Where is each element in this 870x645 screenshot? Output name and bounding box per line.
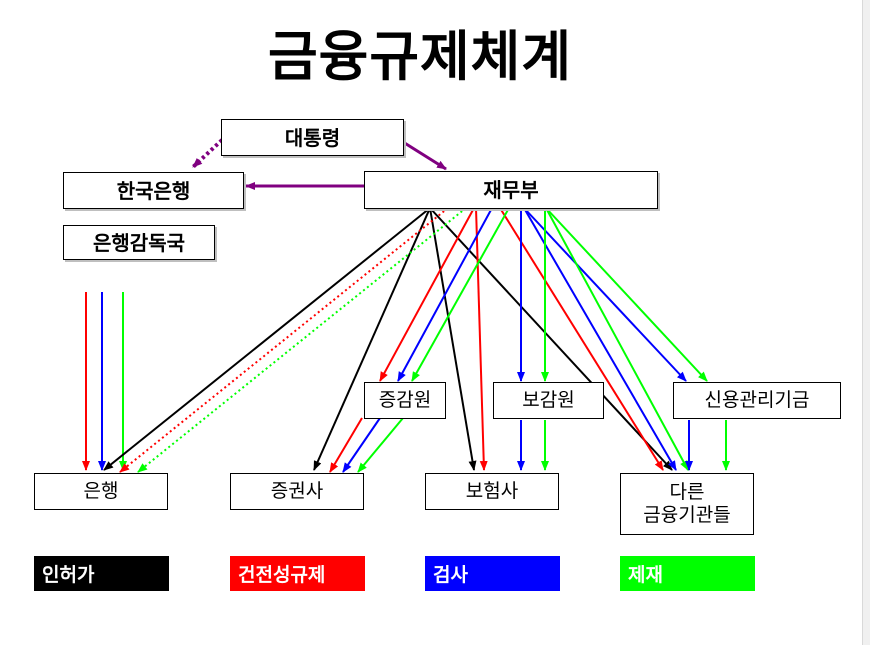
scrollbar-edge [862, 0, 870, 645]
node-securities-firms: 증권사 [230, 473, 364, 510]
edge-mof-blue-secsup [397, 207, 493, 382]
edge-secsup-green [357, 417, 404, 473]
node-other-institutions: 다른 금융기관들 [620, 473, 754, 535]
edge-mof-green-dotted-bank [137, 207, 467, 473]
edge-president-to-mof [402, 140, 447, 171]
edge-mof-blue-credit [523, 207, 687, 382]
node-securities-supervisory: 증감원 [364, 382, 446, 419]
edge-mof-red-secsup [379, 207, 475, 382]
edge-secsup-blue [342, 417, 381, 473]
edge-mof-license-bank [103, 207, 431, 471]
diagram-title: 금융규제체계 [267, 25, 573, 88]
edge-secsup-red [329, 417, 363, 473]
legend-licensing: 인허가 [34, 556, 169, 591]
legend-prudential-regulation: 건전성규제 [230, 556, 365, 591]
edge-president-to-bok [191, 138, 224, 169]
edge-mof-red-other [499, 207, 664, 471]
edge-mof-green-credit [545, 207, 708, 382]
node-banks: 은행 [34, 473, 168, 510]
edge-mof-red-ins [475, 207, 488, 471]
node-bank-of-korea: 한국은행 [63, 172, 244, 209]
node-insurers: 보험사 [425, 473, 559, 510]
node-bank-supervisory-board: 은행감독국 [63, 225, 215, 260]
node-other-line2: 금융기관들 [643, 504, 731, 526]
edge-mof-red-dotted-bank [119, 207, 449, 473]
legend-inspection: 검사 [425, 556, 560, 591]
node-credit-management-fund: 신용관리기금 [673, 382, 841, 419]
edge-mof-license-ins [429, 207, 477, 471]
edge-mof-green-secsup [411, 207, 510, 382]
node-mof: 재무부 [364, 171, 658, 209]
node-other-line1: 다른 [669, 481, 705, 504]
edge-mof-blue-other [523, 207, 677, 471]
node-president: 대통령 [221, 119, 404, 156]
legend-sanction: 제재 [620, 556, 755, 591]
node-insurance-supervisory: 보감원 [493, 382, 604, 419]
edge-mof-green-other [545, 207, 689, 471]
edge-mof-license-other [429, 207, 673, 471]
